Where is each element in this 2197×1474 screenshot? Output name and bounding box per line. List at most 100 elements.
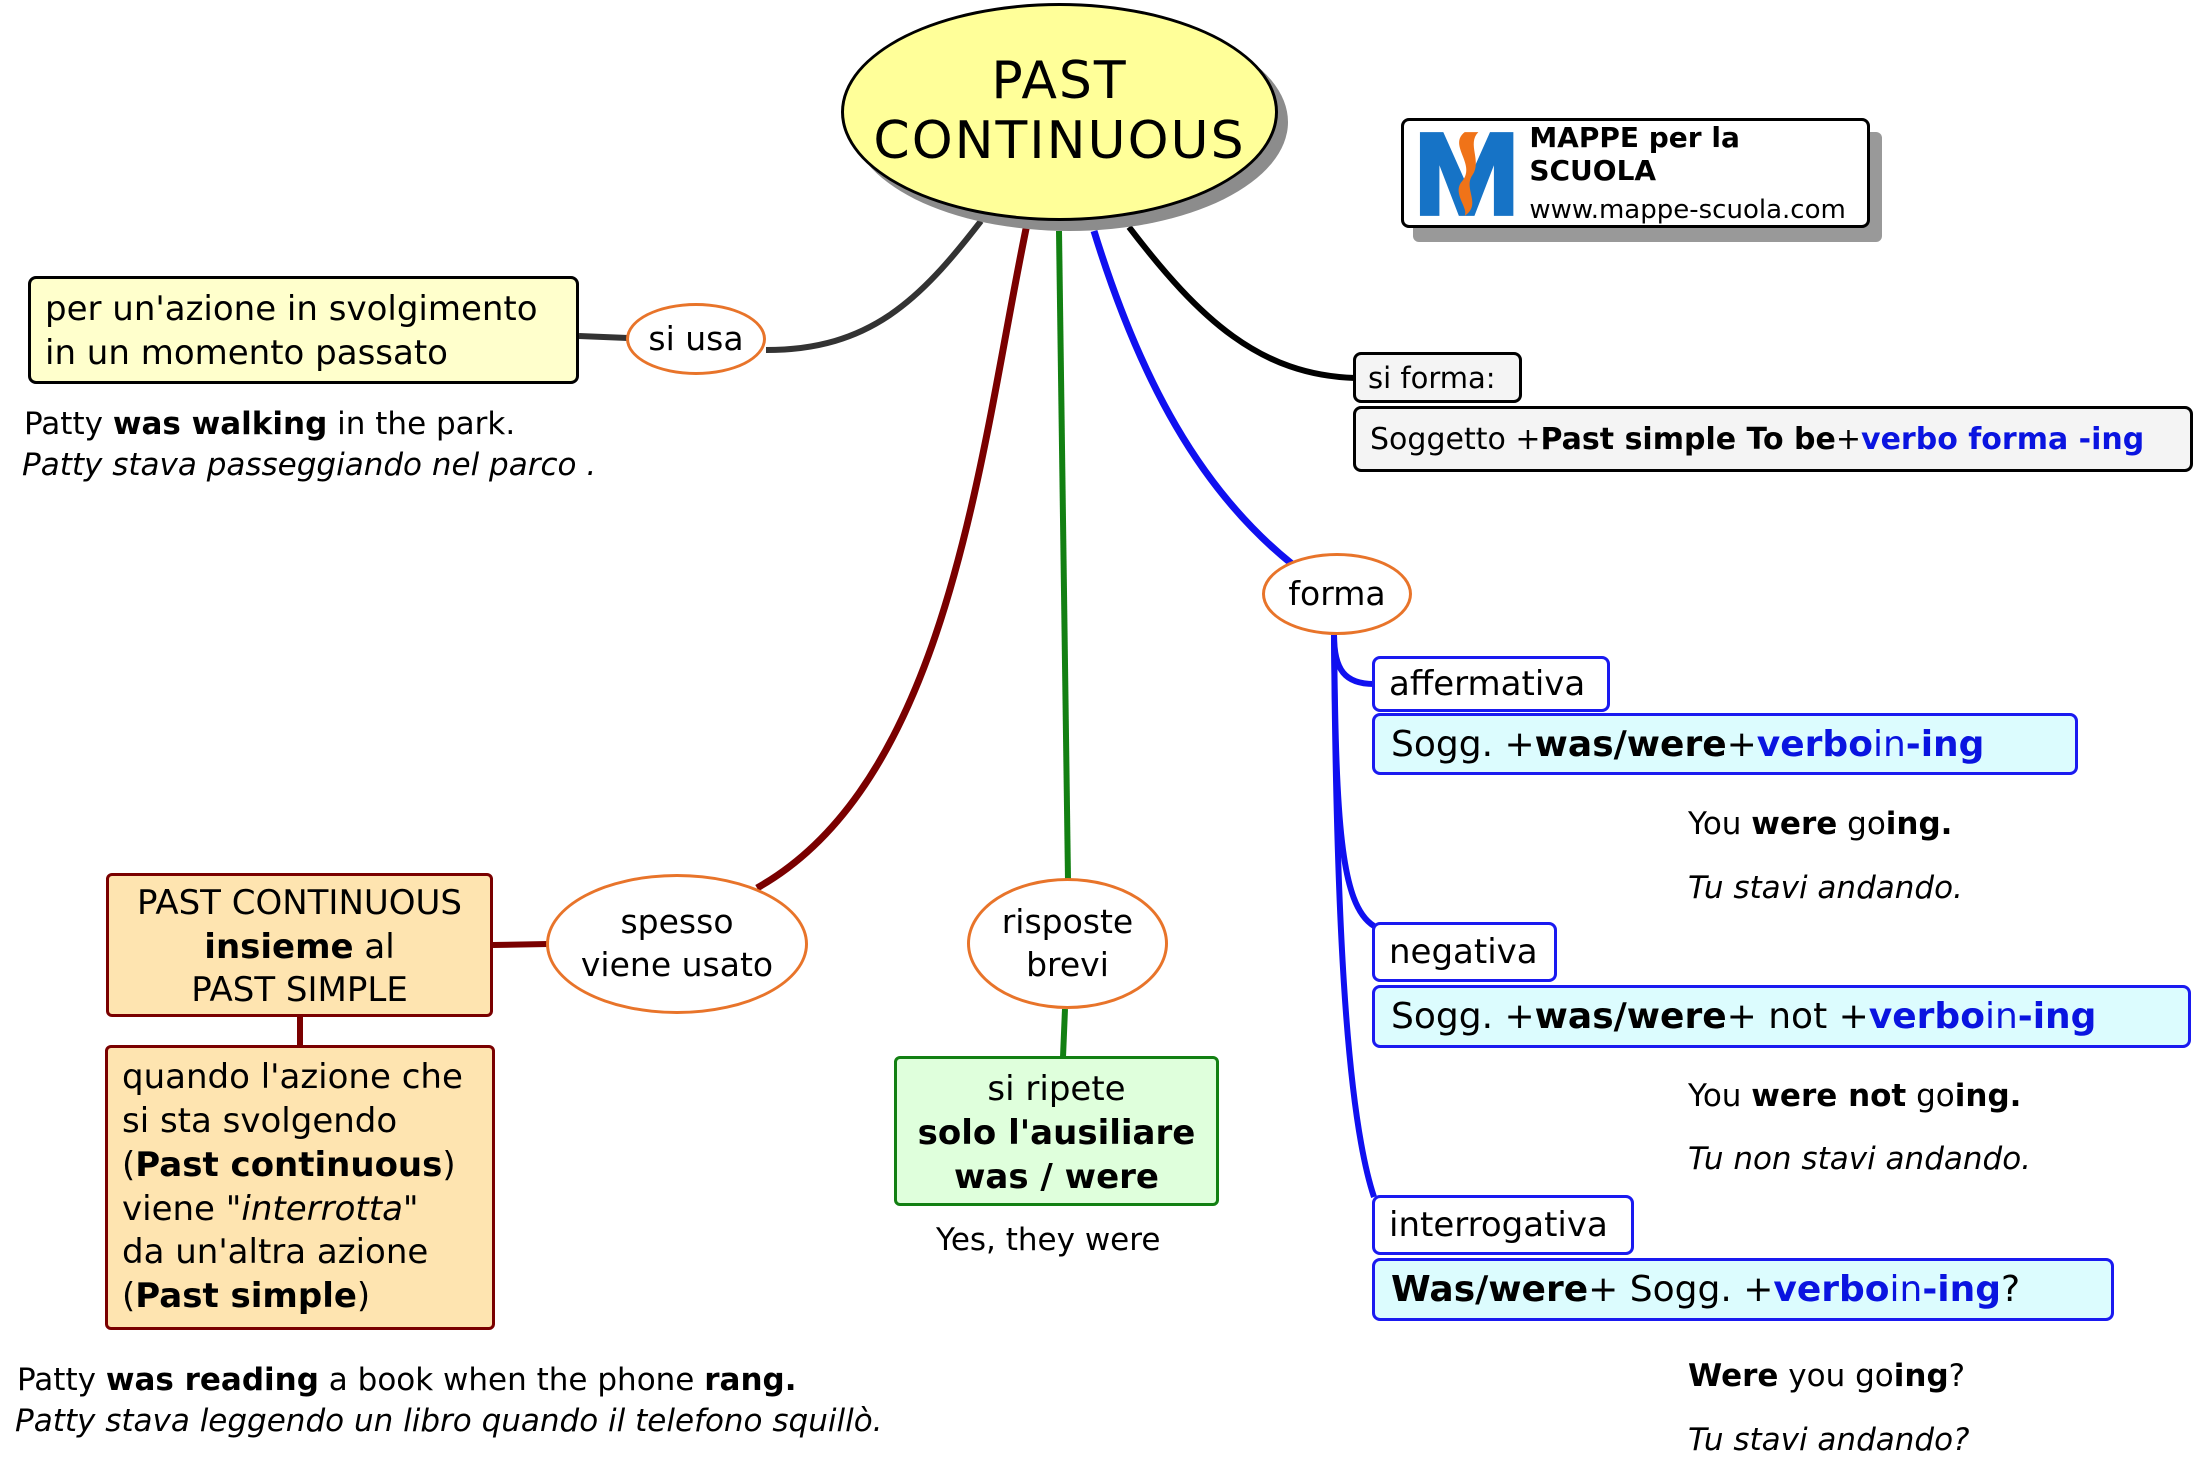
text-segment: ) (356, 1276, 371, 1317)
text-segment: you go (1778, 1358, 1894, 1394)
text-segment: verbo (1756, 723, 1873, 765)
text-segment: PAST SIMPLE (191, 970, 408, 1011)
header-interrogativa: interrogativa (1372, 1195, 1634, 1255)
text-segment: Soggetto + (1370, 421, 1541, 457)
text-segment: + not + (1726, 996, 1869, 1037)
text-segment: ing (1893, 1358, 1949, 1394)
logo-box[interactable]: MAPPE per la SCUOLA www.mappe-scuola.com (1401, 118, 1870, 228)
example-interrogativa: Were you going? (1688, 1358, 1965, 1394)
text-segment: go (1837, 806, 1886, 842)
text-segment: Were (1688, 1358, 1779, 1394)
text-segment: verbo forma -ing (1861, 421, 2145, 457)
text-segment: ? (1948, 1358, 1966, 1394)
logo-name: MAPPE per la SCUOLA (1529, 121, 1740, 187)
link-spesso (755, 223, 1031, 892)
text-segment: viene usato (580, 945, 774, 984)
text-segment: + (1726, 723, 1757, 765)
text-segment: PAST CONTINUOUS (136, 883, 463, 923)
link-risposte (1056, 230, 1071, 881)
text-segment: -ing (1905, 723, 1985, 765)
text-segment: You (1688, 1078, 1752, 1114)
text-segment: Sogg. + (1391, 996, 1535, 1037)
text-segment: + Sogg. + (1588, 1269, 1774, 1310)
text-segment: ing. (1954, 1078, 2022, 1114)
text-segment: affermativa (1389, 664, 1586, 704)
text-segment: forma (1288, 573, 1386, 613)
formula-general: Soggetto + Past simple To be + verbo for… (1353, 406, 2193, 472)
text-segment: ( (122, 1276, 136, 1317)
link-affermativa (1331, 634, 1375, 687)
text-segment: viene (122, 1188, 226, 1229)
node-si-forma: si forma: (1353, 352, 1522, 403)
text-segment: Past simple (135, 1276, 357, 1317)
link-si-usa (765, 219, 984, 353)
link-risposte-box (1060, 1008, 1068, 1058)
text-segment: al (353, 926, 395, 967)
text-segment: ( (122, 1144, 136, 1185)
text-segment: risposte (1001, 901, 1134, 941)
header-negativa: negativa (1372, 922, 1557, 982)
link-interrogativa (1331, 634, 1377, 1198)
text-segment: da un'altra azione (122, 1232, 429, 1273)
text-segment: ing. (1885, 806, 1953, 842)
text-segment: go (1906, 1078, 1955, 1114)
title-line2: CONTINUOUS (873, 111, 1246, 171)
spesso-box2: quando l'azione che si sta svolgendo (Pa… (105, 1045, 495, 1330)
formula-affermativa: Sogg. + was/were + verbo in -ing (1372, 713, 2078, 775)
text-segment: in (1984, 996, 2018, 1037)
text-segment: Was/were (1391, 1269, 1589, 1310)
text-segment: negativa (1389, 932, 1538, 972)
node-si-usa: si usa (626, 303, 766, 375)
text-segment: quando l'azione che (122, 1057, 463, 1097)
risposte-box: si ripete solo l'ausiliare was / were (894, 1056, 1219, 1206)
header-affermativa: affermativa (1372, 656, 1610, 712)
link-si-usa-box (578, 333, 629, 341)
text-segment: was reading (105, 1362, 319, 1398)
text-segment: Past continuous (135, 1144, 443, 1185)
spesso-example: Patty was reading a book when the phone … (17, 1362, 796, 1398)
formula-interrogativa: Was/were + Sogg. + verbo in -ing ? (1372, 1258, 2114, 1321)
text-segment: Patty (24, 406, 113, 442)
si-usa-label: si usa (648, 318, 744, 358)
uso-line1: per un'azione in svolgimento (45, 289, 538, 329)
title-line1: PAST (991, 51, 1128, 112)
text-segment: + (1835, 421, 1862, 457)
uso-box: per un'azione in svolgimento in un momen… (28, 276, 579, 384)
text-segment: verbo (1868, 996, 1985, 1037)
example-affermativa: You were going. (1688, 806, 1952, 842)
text-segment: "interrotta" (225, 1188, 419, 1229)
text-segment: si sta svolgendo (122, 1100, 398, 1141)
logo-url: www.mappe-scuola.com (1529, 195, 1846, 225)
uso-translation: Patty stava passeggiando nel parco . (22, 447, 597, 483)
text-segment: in (1872, 723, 1906, 765)
text-segment: -ing (1922, 1269, 2002, 1310)
text-segment: was/were (1534, 996, 1727, 1037)
risposte-example: Yes, they were (936, 1222, 1161, 1258)
logo-m-icon (1419, 132, 1514, 216)
text-segment: ) (442, 1144, 456, 1185)
central-node: PAST CONTINUOUS (841, 3, 1278, 221)
text-segment: verbo (1773, 1269, 1890, 1310)
text-segment: interrogativa (1389, 1205, 1608, 1245)
translation-negativa: Tu non stavi andando. (1688, 1141, 2032, 1177)
text-segment: -ing (2017, 996, 2097, 1037)
link-spesso-box (492, 941, 549, 948)
text-segment: si forma: (1368, 360, 1496, 395)
link-si-forma (1126, 225, 1356, 381)
text-segment: insieme (204, 926, 354, 967)
text-segment: rang. (704, 1362, 797, 1398)
text-segment: a book when the phone (318, 1362, 705, 1398)
text-segment: Patty (17, 1362, 106, 1398)
text-segment: Past simple To be (1540, 421, 1836, 457)
text-segment: si ripete (987, 1069, 1126, 1109)
text-segment: Sogg. + (1391, 723, 1535, 765)
example-negativa: You were not going. (1688, 1078, 2021, 1114)
uso-example: Patty was walking in the park. (24, 406, 515, 442)
translation-interrogativa: Tu stavi andando? (1688, 1422, 1970, 1458)
text-segment: was/were (1534, 723, 1727, 765)
spesso-translation: Patty stava leggendo un libro quando il … (15, 1403, 883, 1439)
text-segment: in the park. (327, 406, 516, 442)
formula-negativa: Sogg. + was/were + not + verbo in -ing (1372, 985, 2191, 1048)
